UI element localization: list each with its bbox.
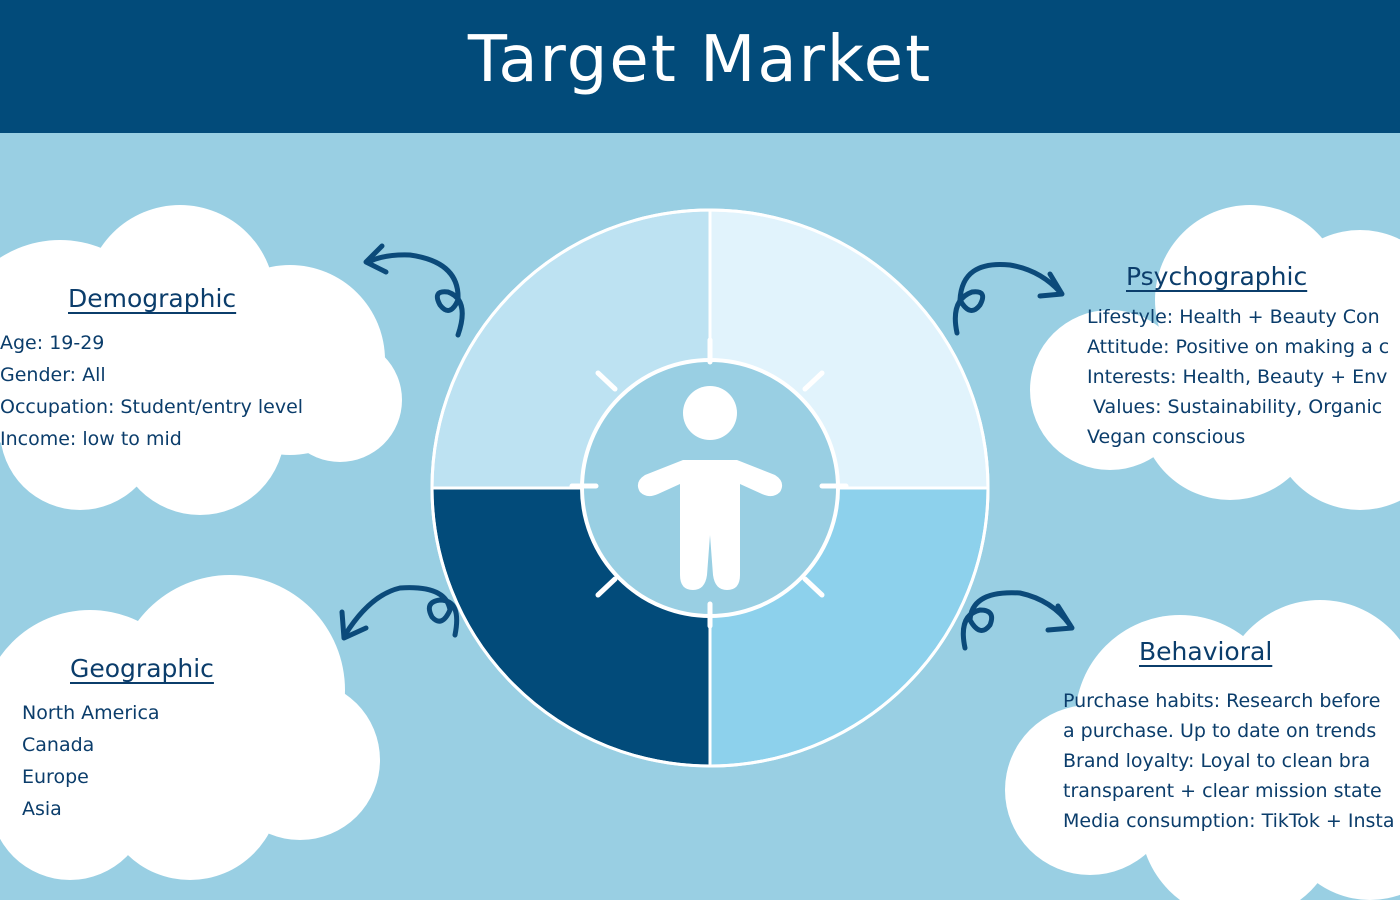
psychographic-line: Attitude: Positive on making a c	[1087, 336, 1390, 358]
cloud-demographic	[0, 205, 402, 515]
geographic-line: Europe	[22, 766, 89, 788]
geographic-line: Asia	[22, 798, 62, 820]
page-title: Target Market	[467, 23, 933, 97]
behavioral-line: transparent + clear mission state	[1063, 780, 1382, 802]
curved-arrow-icon	[960, 590, 1075, 651]
demographic-line: Occupation: Student/entry level	[0, 396, 304, 418]
psychographic-line: Values: Sustainability, Organic	[1087, 396, 1383, 418]
psychographic-title: Psychographic	[1126, 262, 1308, 291]
header-bar	[0, 0, 1400, 133]
behavioral-line: a purchase. Up to date on trends	[1063, 720, 1377, 742]
person-icon	[637, 386, 783, 590]
behavioral-line: Purchase habits: Research before	[1063, 690, 1381, 712]
cloud-geographic	[0, 575, 380, 880]
curved-arrow-icon	[339, 585, 460, 641]
geographic-title: Geographic	[70, 654, 214, 683]
behavioral-text: Purchase habits: Research before a purch…	[1063, 686, 1400, 846]
target-ticks	[569, 337, 849, 629]
psychographic-line: Vegan conscious	[1087, 426, 1246, 448]
psychographic-line: Lifestyle: Health + Beauty Con	[1087, 306, 1380, 328]
demographic-line: Income: low to mid	[0, 428, 182, 450]
psychographic-text: Lifestyle: Health + Beauty Con Attitude:…	[1087, 300, 1400, 460]
demographic-line: Age: 19-29	[0, 332, 105, 354]
behavioral-line: Brand loyalty: Loyal to clean bra	[1063, 750, 1371, 772]
curved-arrow-icon	[952, 261, 1065, 336]
behavioral-title: Behavioral	[1139, 637, 1273, 666]
cloud-behavioral	[1005, 600, 1400, 900]
cloud-psychographic	[1030, 205, 1400, 510]
demographic-title: Demographic	[68, 284, 237, 313]
segment-wheel	[430, 208, 990, 768]
geographic-line: Canada	[22, 734, 95, 756]
curved-arrow-icon	[363, 243, 465, 338]
geographic-line: North America	[22, 702, 160, 724]
psychographic-line: Interests: Health, Beauty + Env	[1087, 366, 1388, 388]
behavioral-line: Media consumption: TikTok + Insta	[1063, 810, 1395, 832]
demographic-line: Gender: All	[0, 364, 106, 386]
